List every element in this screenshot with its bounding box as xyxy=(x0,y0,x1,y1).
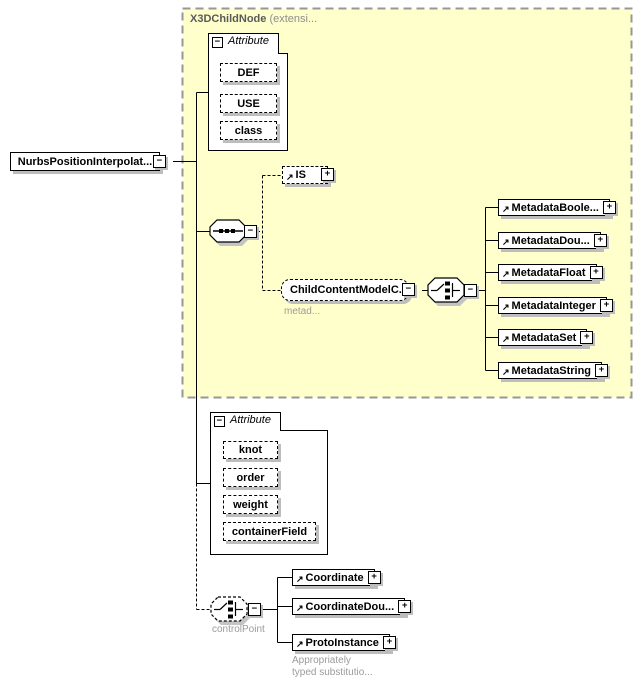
reference-arrow-icon: ↗ xyxy=(502,334,510,344)
element-node-metadata-double[interactable]: ↗ MetadataDou... + xyxy=(498,232,607,249)
element-node-proto-instance[interactable]: ↗ ProtoInstance + xyxy=(292,634,396,651)
reference-arrow-icon: ↗ xyxy=(286,172,294,182)
choice-connector-icon xyxy=(427,277,467,306)
child-content-collapse-toggle[interactable]: − xyxy=(402,283,415,296)
element-node-metadata-boolean[interactable]: ↗ MetadataBoole... + xyxy=(498,199,616,216)
extension-group-title: X3DChildNode xyxy=(190,13,267,25)
sequence-connector-icon xyxy=(209,219,249,246)
element-node-metadata-set[interactable]: ↗ MetadataSet + xyxy=(498,329,594,346)
control-point-label: controlPoint xyxy=(212,624,265,635)
root-element-label: NurbsPositionInterpolat... xyxy=(17,155,153,168)
reference-arrow-icon: ↗ xyxy=(502,204,510,214)
metadata-float-expand-toggle[interactable]: + xyxy=(589,265,603,279)
dashed-connectors xyxy=(196,175,282,610)
attribute-group-top-collapse-toggle[interactable]: − xyxy=(212,37,223,48)
element-node-metadata-string[interactable]: ↗ MetadataString + xyxy=(498,362,609,379)
coordinate-double-expand-toggle[interactable]: + xyxy=(398,599,412,613)
attribute-node-weight[interactable]: weight xyxy=(223,495,278,514)
element-node-metadata-integer[interactable]: ↗ MetadataInteger + xyxy=(498,297,613,314)
root-element-node[interactable]: NurbsPositionInterpolat... − xyxy=(10,152,166,171)
reference-arrow-icon: ↗ xyxy=(502,367,510,377)
metadata-set-expand-toggle[interactable]: + xyxy=(580,330,594,344)
element-node-coordinate-double[interactable]: ↗ CoordinateDou... + xyxy=(292,598,412,615)
sequence-collapse-toggle[interactable]: − xyxy=(244,225,257,238)
reference-arrow-icon: ↗ xyxy=(296,574,304,584)
coordinate-expand-toggle[interactable]: + xyxy=(367,570,381,584)
reference-arrow-icon: ↗ xyxy=(502,269,510,279)
substitution-note-line2: typed substitutio... xyxy=(292,667,373,678)
substitution-note: Appropriately typed substitutio... xyxy=(292,655,373,679)
reference-arrow-icon: ↗ xyxy=(502,302,510,312)
attribute-group-bottom-label: Attribute xyxy=(230,414,271,426)
metadata-double-expand-toggle[interactable]: + xyxy=(593,233,607,247)
element-node-metadata-float[interactable]: ↗ MetadataFloat + xyxy=(498,264,603,281)
metadata-boolean-expand-toggle[interactable]: + xyxy=(602,200,616,214)
extension-group-header: X3DChildNode (extensi... xyxy=(190,13,317,25)
attribute-node-order[interactable]: order xyxy=(223,468,278,487)
reference-arrow-icon: ↗ xyxy=(296,639,304,649)
group-node-child-content-model[interactable]: ChildContentModelC... − xyxy=(281,279,415,301)
reference-arrow-icon: ↗ xyxy=(296,603,304,613)
extension-group-title-suffix: (extensi... xyxy=(269,13,318,25)
control-point-choice-connector-icon xyxy=(210,596,250,625)
IS-expand-toggle[interactable]: + xyxy=(321,168,334,181)
metadata-string-expand-toggle[interactable]: + xyxy=(595,363,609,377)
substitution-note-line1: Appropriately xyxy=(292,655,351,666)
attribute-node-knot[interactable]: knot xyxy=(223,441,278,459)
root-collapse-toggle[interactable]: − xyxy=(153,154,166,168)
child-content-annotation: metad... xyxy=(284,306,321,317)
attribute-node-class[interactable]: class xyxy=(220,121,277,140)
proto-instance-expand-toggle[interactable]: + xyxy=(382,635,396,649)
reference-arrow-icon: ↗ xyxy=(502,237,510,247)
attribute-group-top-label: Attribute xyxy=(228,35,269,47)
choice-collapse-toggle[interactable]: − xyxy=(464,284,477,297)
attribute-node-containerField[interactable]: containerField xyxy=(223,522,316,541)
metadata-integer-expand-toggle[interactable]: + xyxy=(599,298,613,312)
element-node-IS[interactable]: ↗ IS + xyxy=(282,166,334,184)
control-point-collapse-toggle[interactable]: − xyxy=(248,603,261,616)
element-node-coordinate[interactable]: ↗ Coordinate + xyxy=(292,569,381,586)
solid-connectors xyxy=(173,92,498,643)
attribute-node-USE[interactable]: USE xyxy=(220,94,277,113)
attribute-group-bottom-collapse-toggle[interactable]: − xyxy=(214,416,225,427)
attribute-node-DEF[interactable]: DEF xyxy=(220,63,277,82)
